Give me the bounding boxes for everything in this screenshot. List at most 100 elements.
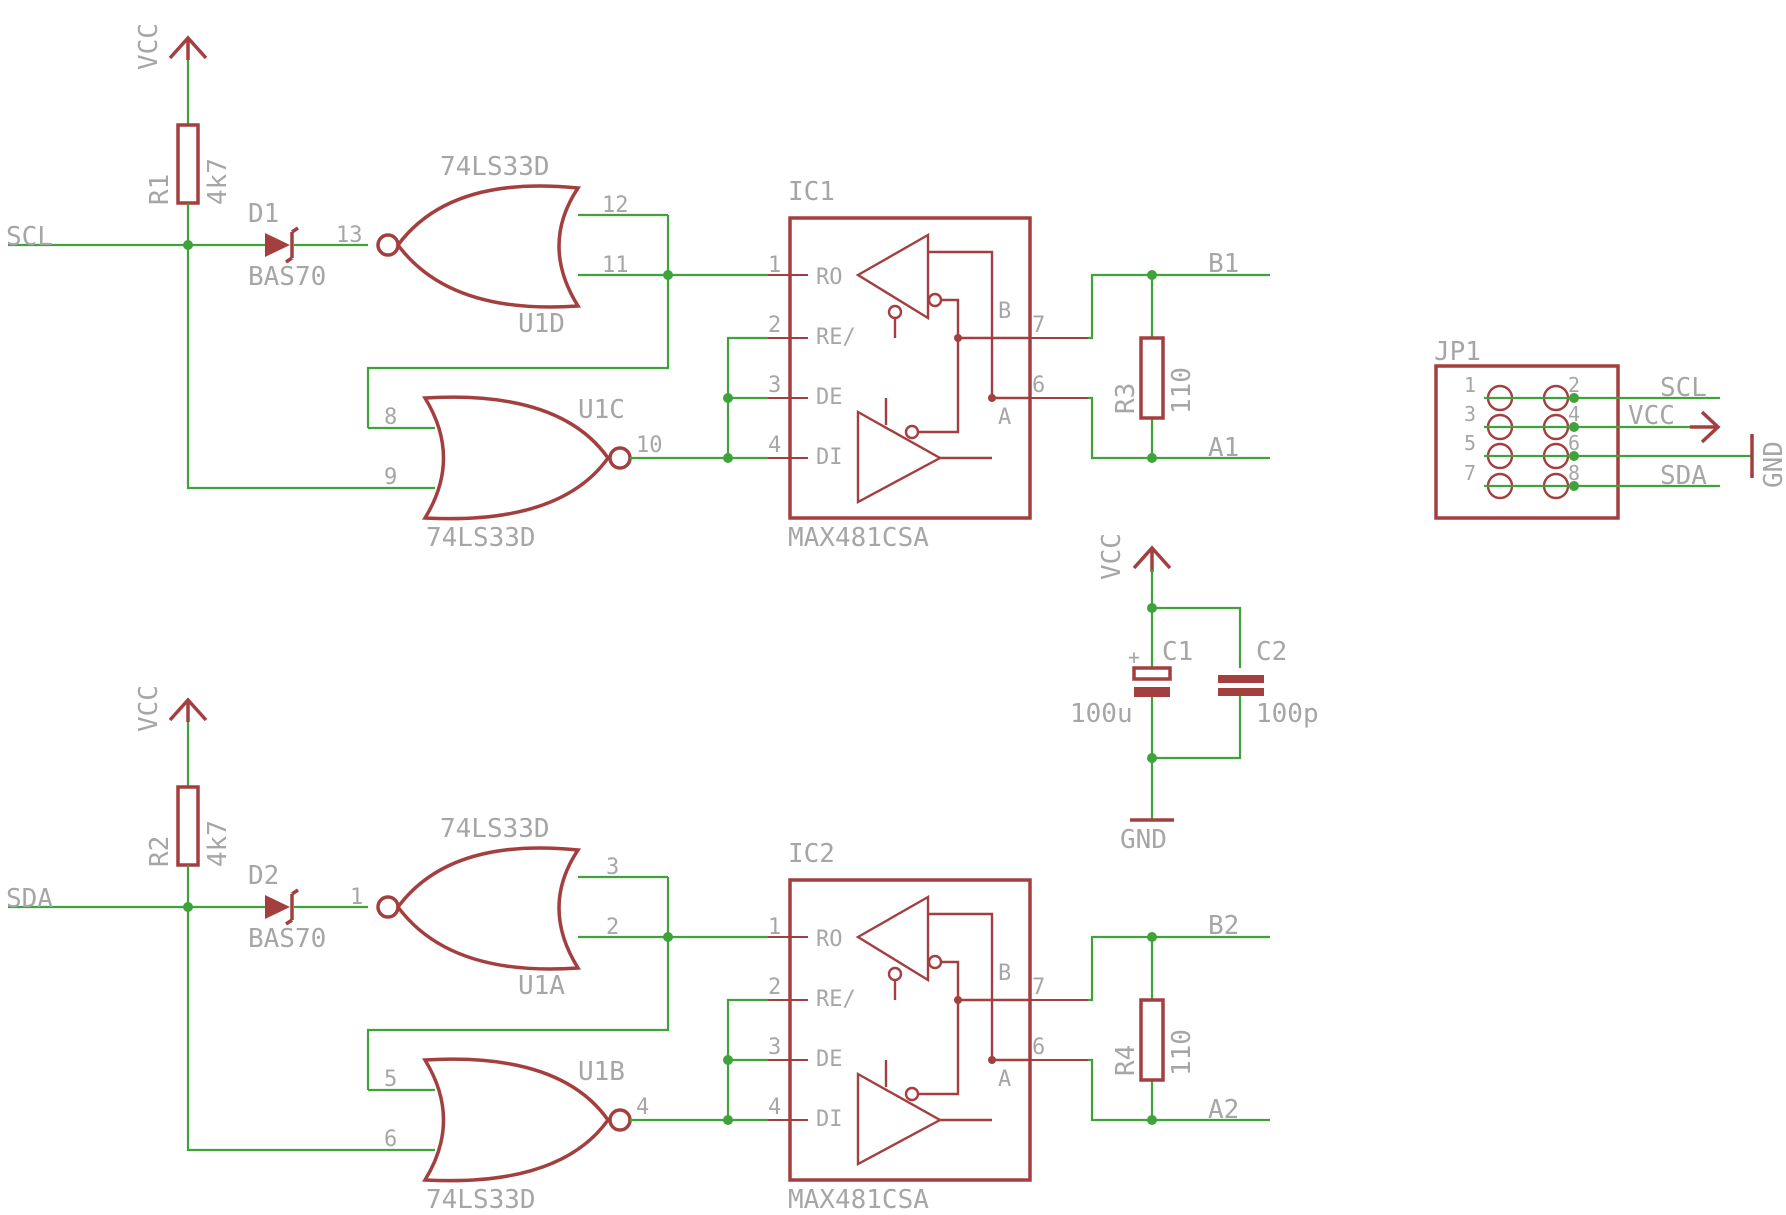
u1c-pin-in-b: 9: [384, 465, 397, 490]
u1b-name: U1B: [578, 1057, 625, 1087]
u1a-pin-in-b: 2: [606, 915, 619, 940]
jp1-pin-8: 8: [1568, 461, 1580, 485]
jp1-scl-label: SCL: [1660, 373, 1707, 403]
u1a-name: U1A: [518, 971, 565, 1001]
c1-polarity: +: [1128, 645, 1140, 669]
ic2-pin-de: DE: [816, 1047, 843, 1072]
jp1-pin-2: 2: [1568, 373, 1580, 397]
u1b-pin-in-b: 6: [384, 1127, 397, 1152]
u1d-pin-in-a: 12: [602, 193, 629, 218]
scl-channel: VCC R1 4k7 SCL D1 BAS70 13: [6, 23, 1270, 553]
scl-net-label: SCL: [6, 222, 53, 252]
gate-u1d: 74LS33D U1D 12 11: [376, 152, 668, 339]
bus-termination-r4: B2 A2 R4 110: [1088, 911, 1270, 1125]
ic1-pin-di: DI: [816, 445, 843, 470]
ic2-pin-b: B: [998, 961, 1011, 986]
ic2-pin-re: RE/: [816, 987, 856, 1012]
ic2-pin-num-di: 4: [768, 1095, 781, 1120]
ic1-pin-a: A: [998, 405, 1011, 430]
r3-name: R3: [1111, 383, 1141, 414]
ic1-pin-de: DE: [816, 385, 843, 410]
ic2-pin-num-ro: 1: [768, 915, 781, 940]
jp1-pin-1: 1: [1464, 373, 1476, 397]
d2-name: D2: [248, 861, 279, 891]
d2-value: BAS70: [248, 924, 326, 954]
ic1-value: MAX481CSA: [788, 523, 929, 553]
decoupling-capacitors: VCC + C1 100u C2 100p GND: [1070, 533, 1319, 855]
u1b-value: 74LS33D: [426, 1185, 536, 1215]
ic2-pin-num-a: 6: [1032, 1035, 1045, 1060]
c2-name: C2: [1256, 637, 1287, 667]
u1a-value: 74LS33D: [440, 814, 550, 844]
ic-ic2: IC2 MAX481CSA RO RE/ DE DI B A 1 2 3 4 7…: [768, 839, 1088, 1215]
connector-jp1: JP1 1 3 5 7 2 4 6 8 SCL VCC SDA GND: [1434, 337, 1786, 520]
cap-vcc-label: VCC: [1097, 533, 1127, 580]
ic1-pin-re: RE/: [816, 325, 856, 350]
jp1-gnd-label: GND: [1759, 441, 1786, 488]
u1c-name: U1C: [578, 395, 625, 425]
u1d-value: 74LS33D: [440, 152, 550, 182]
jp1-vcc-label: VCC: [1628, 401, 1675, 431]
u1d-pin-out: 13: [336, 223, 363, 248]
ic1-pin-ro: RO: [816, 265, 843, 290]
d1-name: D1: [248, 199, 279, 229]
gate-u1c: U1C 74LS33D 8 9 10: [368, 395, 768, 553]
d1-value: BAS70: [248, 262, 326, 292]
c2-value: 100p: [1256, 699, 1319, 729]
vcc-supply-r1: VCC: [134, 23, 208, 125]
gate-u1b: U1B 74LS33D 5 6 4: [368, 1057, 768, 1215]
r1-value: 4k7: [203, 158, 233, 205]
r2-name: R2: [145, 836, 175, 867]
b2-net-label: B2: [1208, 911, 1239, 941]
c1-value: 100u: [1070, 699, 1133, 729]
ic2-value: MAX481CSA: [788, 1185, 929, 1215]
ic2-name: IC2: [788, 839, 835, 869]
diode-d1: D1 BAS70 13: [248, 199, 368, 292]
r4-name: R4: [1111, 1045, 1141, 1076]
jp1-sda-label: SDA: [1660, 461, 1707, 491]
jp1-pin-6: 6: [1568, 431, 1580, 455]
ic2-pin-ro: RO: [816, 927, 843, 952]
u1c-value: 74LS33D: [426, 523, 536, 553]
a1-net-label: A1: [1208, 433, 1239, 463]
jp1-pin-4: 4: [1568, 402, 1580, 426]
u1d-pin-in-b: 11: [602, 253, 629, 278]
a2-net-label: A2: [1208, 1095, 1239, 1125]
sda-net-label: SDA: [6, 884, 53, 914]
jp1-pin-3: 3: [1464, 402, 1476, 426]
ic2-pin-a: A: [998, 1067, 1011, 1092]
ic2-pin-num-re: 2: [768, 975, 781, 1000]
sda-channel: VCC R2 4k7 SDA D2 BAS70 1 74LS33D U1A 3: [6, 685, 1270, 1215]
ic1-pin-num-ro: 1: [768, 253, 781, 278]
jp1-pin-5: 5: [1464, 431, 1476, 455]
diode-d2: D2 BAS70 1: [248, 861, 368, 954]
ic2-pin-di: DI: [816, 1107, 843, 1132]
gate-u1a: 74LS33D U1A 3 2: [376, 814, 668, 1001]
jp1-pin-7: 7: [1464, 461, 1476, 485]
u1c-pin-out: 10: [636, 433, 663, 458]
ic-ic1: IC1 MAX481CSA RO RE/ DE DI B A 1 2 3 4 7…: [768, 177, 1088, 553]
u1a-pin-out: 1: [350, 885, 363, 910]
r1-name: R1: [145, 174, 175, 205]
ic1-pin-num-b: 7: [1032, 313, 1045, 338]
b1-net-label: B1: [1208, 249, 1239, 279]
resistor-r1: R1 4k7: [145, 123, 233, 245]
ic1-pin-num-re: 2: [768, 313, 781, 338]
r4-value: 110: [1167, 1029, 1197, 1076]
resistor-r2: R2 4k7: [145, 785, 233, 907]
u1b-pin-in-a: 5: [384, 1067, 397, 1092]
cap-gnd-label: GND: [1120, 825, 1167, 855]
u1c-pin-in-a: 8: [384, 405, 397, 430]
ic2-pin-num-b: 7: [1032, 975, 1045, 1000]
u1a-pin-in-a: 3: [606, 855, 619, 880]
c1-name: C1: [1162, 637, 1193, 667]
bus-termination-r3: B1 A1 R3 110: [1088, 249, 1270, 463]
vcc-label: VCC: [134, 23, 164, 70]
vcc-label-2: VCC: [134, 685, 164, 732]
u1b-pin-out: 4: [636, 1095, 649, 1120]
vcc-supply-r2: VCC: [134, 685, 208, 787]
ic1-pin-num-de: 3: [768, 373, 781, 398]
u1d-name: U1D: [518, 309, 565, 339]
